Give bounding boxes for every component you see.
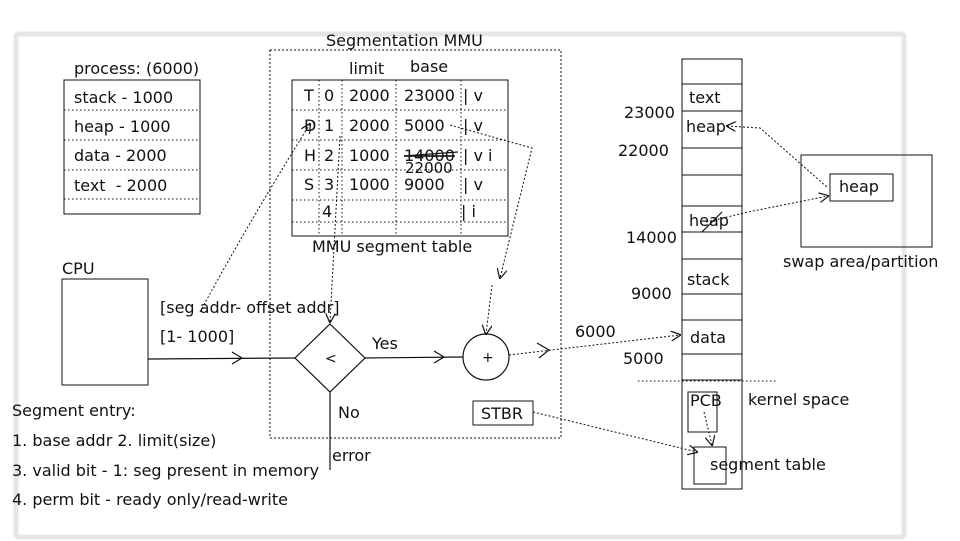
row-index: 2 (324, 146, 334, 165)
physical-address-label: 6000 (575, 322, 616, 341)
limit-comparator: < (294, 323, 366, 393)
address-label: 22000 (618, 141, 669, 160)
row-tag: H (304, 146, 316, 165)
process-row-text: text - 2000 (74, 176, 167, 195)
memory-segment-data: data (690, 328, 726, 347)
row-index: 3 (324, 175, 334, 194)
stbr-to-segment-table-arrow (532, 411, 697, 452)
segment-entry-notes: Segment entry: 1. base addr 2. limit(siz… (12, 401, 319, 509)
compare-symbol: < (325, 351, 337, 367)
memory-segment-text: text (689, 88, 721, 107)
base-adder: + (462, 333, 510, 381)
heap-swap-out-arrow (727, 126, 829, 189)
process-row-data: data - 2000 (74, 146, 167, 165)
mmu-segment-table: T 0 2000 23000 | v D 1 2000 5000 | v H 2… (291, 79, 509, 237)
memory-segment-stack: stack (687, 270, 730, 289)
no-label: No (338, 403, 360, 422)
address-label: 14000 (626, 228, 677, 247)
mmu-col-limit: limit (349, 59, 384, 78)
row-base: 14000 (404, 146, 455, 165)
mmu-table-caption: MMU segment table (312, 237, 472, 256)
row-flag: | v (463, 86, 483, 105)
row-index: 4 (322, 202, 332, 221)
mmu-box: Segmentation MMU limit base T 0 2000 230… (269, 31, 562, 439)
physical-memory: text heap heap stack data 23000 22000 14… (618, 58, 849, 490)
pcb-to-segment-table-arrow (703, 411, 712, 445)
row-base: 23000 (404, 86, 455, 105)
add-symbol: + (482, 350, 494, 366)
address-label: 9000 (631, 284, 672, 303)
segment-entry-item: 1. base addr 2. limit(size) (12, 431, 216, 450)
process-box: process: (6000) stack - 1000 heap - 1000… (63, 59, 201, 215)
table-row: H 2 1000 14000 | v i 22000 (304, 146, 492, 177)
seg-index-lookup-arrow (199, 124, 310, 313)
row-flag: | v (463, 175, 483, 194)
yes-label: Yes (371, 334, 398, 353)
arrow-head (433, 350, 446, 364)
process-row-stack: stack - 1000 (74, 88, 173, 107)
row-limit: 1000 (349, 146, 390, 165)
cpu-address-example: [1- 1000] (160, 327, 234, 346)
table-row: T 0 2000 23000 | v (303, 86, 483, 105)
limit-to-comparator-arrow (330, 135, 341, 322)
base-to-adder-arrow-tail (486, 284, 493, 334)
row-tag: S (304, 175, 314, 194)
stbr-register: STBR (472, 400, 534, 426)
cpu-box: CPU (61, 259, 149, 386)
row-base: 9000 (404, 175, 445, 194)
table-row: D 1 2000 5000 | v (304, 116, 483, 135)
pcb-label: PCB (690, 391, 722, 410)
row-flag: | v i (463, 146, 492, 165)
memory-segment-heap-old: heap (689, 211, 729, 230)
table-row: S 3 1000 9000 | v (304, 175, 483, 194)
swap-area: heap swap area/partition (783, 154, 938, 271)
pcb-box (687, 391, 718, 433)
segment-entry-item: 3. valid bit - 1: seg present in memory (12, 461, 319, 480)
segment-entry-title: Segment entry: (12, 401, 136, 420)
memory-segment-heap: heap (686, 117, 726, 136)
row-index: 0 (324, 86, 334, 105)
heap-base-correction: 22000 (405, 159, 453, 177)
cpu-label: CPU (62, 259, 95, 278)
segment-table-label: segment table (710, 455, 826, 474)
stbr-label: STBR (481, 404, 523, 423)
row-flag: | i (461, 202, 476, 221)
mmu-title: Segmentation MMU (326, 31, 483, 50)
heap-swap-in-arrow (705, 196, 828, 223)
row-limit: 1000 (349, 175, 390, 194)
arrow-head (536, 342, 551, 359)
yes-line (364, 356, 464, 359)
error-label: error (332, 446, 371, 465)
row-tag: D (304, 116, 316, 135)
base-to-adder-arrow (449, 124, 533, 278)
row-limit: 2000 (349, 86, 390, 105)
address-label: 5000 (623, 349, 664, 368)
cpu-to-comparator-line (147, 357, 296, 360)
table-row: 4 | i (322, 202, 476, 221)
cpu-address-format: [seg addr- offset addr] (160, 298, 339, 317)
adder-to-memory-arrow (508, 335, 680, 356)
row-tag: T (303, 86, 314, 105)
segment-entry-item: 4. perm bit - ready only/read-write (12, 490, 288, 509)
address-label: 23000 (624, 103, 675, 122)
kernel-space-label: kernel space (748, 390, 849, 409)
row-base: 5000 (404, 116, 445, 135)
mmu-col-base: base (410, 57, 448, 76)
row-index: 1 (324, 116, 334, 135)
process-row-heap: heap - 1000 (74, 117, 171, 136)
outer-frame (13, 31, 907, 540)
arrow-head (231, 351, 244, 365)
row-flag: | v (463, 116, 483, 135)
process-title: process: (6000) (74, 59, 199, 78)
row-limit: 2000 (349, 116, 390, 135)
swap-area-label: swap area/partition (783, 252, 938, 271)
swap-heap-label: heap (839, 177, 879, 196)
